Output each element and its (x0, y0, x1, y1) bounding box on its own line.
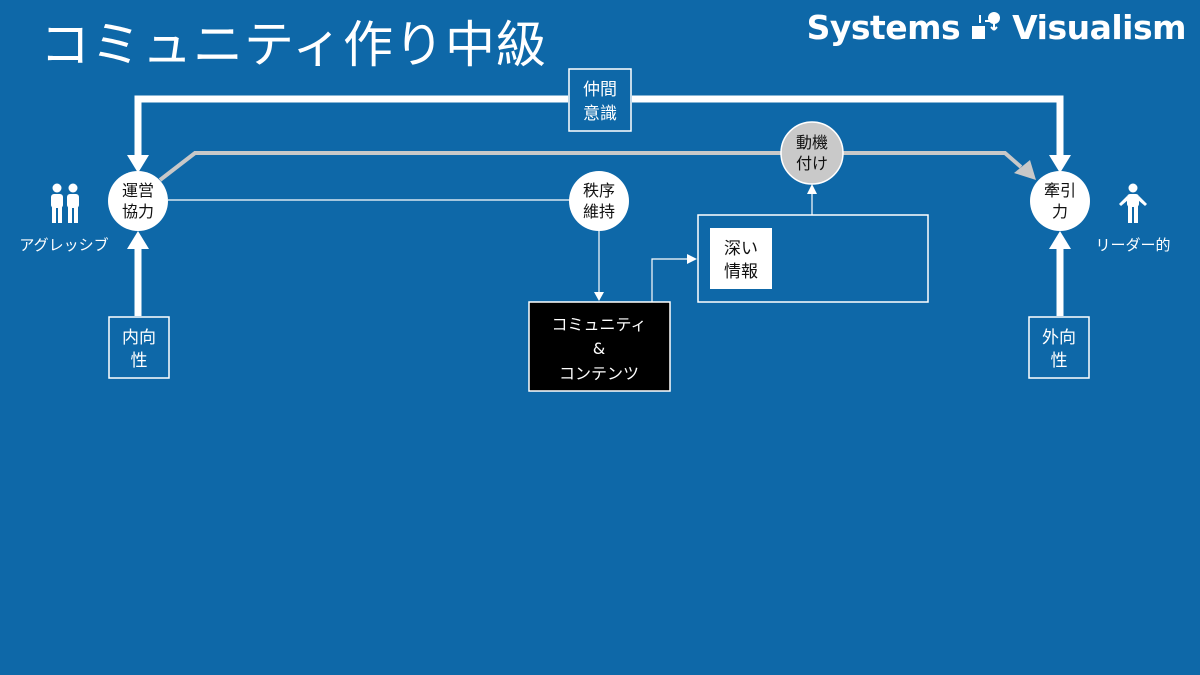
node-keninryoku-line1: 牽引 (1044, 181, 1076, 200)
node-fukai-jouhou: 深い 情報 (697, 214, 929, 303)
node-community-line1: コミュニティ (551, 315, 646, 334)
node-douki-line2: 付け (796, 154, 828, 173)
node-unei-line1: 運営 (122, 181, 154, 200)
node-keninryoku: 牽引 力 (1030, 171, 1090, 231)
node-gaikousei: 外向 性 (1028, 316, 1090, 379)
node-nakama-line2: 意識 (583, 104, 617, 124)
node-chitsujo-line2: 維持 (583, 202, 615, 221)
persona-right-label: リーダー的 (1095, 236, 1170, 254)
person-icon (1119, 183, 1147, 223)
node-naikousei-line1: 内向 (122, 328, 156, 348)
arrow-fukai-douki (807, 184, 817, 215)
arrow-naikousei-unei (127, 231, 149, 316)
arrow-community-fukai (651, 254, 697, 302)
node-gaikousei-line1: 外向 (1042, 328, 1076, 348)
node-keninryoku-line2: 力 (1052, 202, 1068, 221)
node-naikousei-line2: 性 (131, 351, 148, 371)
node-chitsujo-iji: 秩序 維持 (569, 171, 629, 231)
brand-logo: Systems Visualism (806, 6, 1187, 48)
node-unei-line2: 協力 (122, 202, 154, 221)
brand-word-visualism: Visualism (1012, 7, 1186, 47)
node-community-line2: & (593, 339, 605, 358)
node-gaikousei-line2: 性 (1051, 351, 1068, 371)
two-people-icon (51, 183, 79, 223)
arrow-chitsujo-community (594, 231, 604, 301)
node-nakama-ishiki: 仲間 意識 (568, 68, 632, 132)
node-community-contents: コミュニティ & コンテンツ (528, 301, 671, 392)
systems-visualism-logo-icon (972, 12, 1001, 39)
node-fukai-line2: 情報 (724, 262, 758, 282)
arrow-gaikousei-keninryoku (1049, 231, 1071, 316)
arrow-nakama-loop (127, 95, 1071, 173)
arrow-unei-to-keninryoku (158, 151, 1036, 182)
node-douki-line1: 動機 (796, 133, 828, 152)
node-naikousei: 内向 性 (108, 316, 170, 379)
persona-left-label: アグレッシブ (19, 236, 108, 254)
brand-word-systems: Systems (806, 7, 961, 47)
node-fukai-line1: 深い (724, 239, 758, 259)
node-unei-kyouryoku: 運営 協力 (108, 171, 168, 231)
node-chitsujo-line1: 秩序 (583, 181, 615, 200)
node-community-line3: コンテンツ (559, 364, 639, 383)
page-title: コミュニティ作り中級 (40, 16, 547, 74)
node-nakama-line1: 仲間 (583, 80, 617, 100)
node-douki-zuke: 動機 付け (780, 121, 844, 185)
